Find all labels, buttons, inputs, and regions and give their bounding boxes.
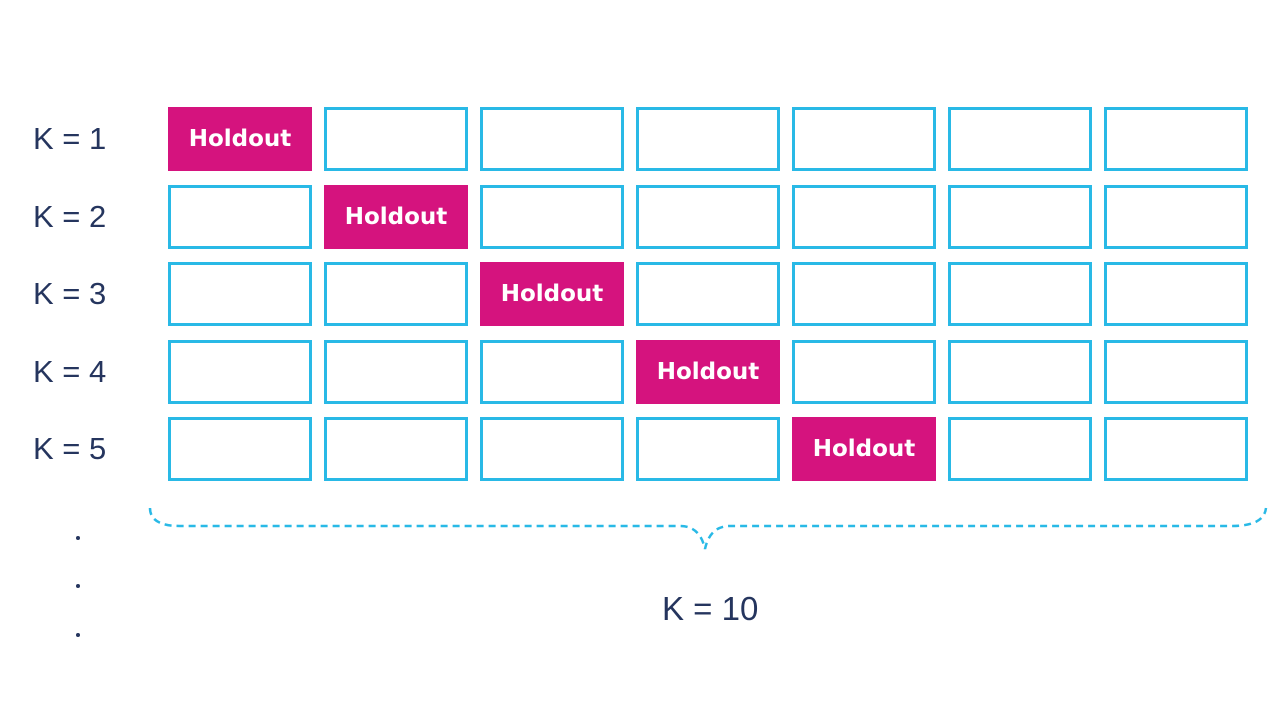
training-fold (324, 262, 468, 326)
training-fold (636, 262, 780, 326)
continuation-dot (76, 536, 80, 540)
training-fold (636, 417, 780, 481)
training-fold (948, 107, 1092, 171)
training-fold (324, 107, 468, 171)
training-fold (948, 184, 1092, 249)
training-fold (636, 107, 780, 171)
training-fold (636, 184, 780, 249)
holdout-fold: Holdout (636, 339, 780, 404)
total-folds-label: K = 10 (662, 590, 759, 627)
training-fold (480, 417, 624, 481)
training-fold (1104, 339, 1248, 404)
training-fold (792, 262, 936, 326)
training-fold (948, 339, 1092, 404)
training-fold (948, 417, 1092, 481)
training-fold (792, 107, 936, 171)
training-fold (480, 107, 624, 171)
training-fold (1104, 262, 1248, 326)
row-label: K = 3 (33, 276, 107, 311)
continuation-dot (76, 584, 80, 588)
holdout-fold: Holdout (324, 184, 468, 249)
continuation-dot (76, 633, 80, 637)
training-fold (324, 339, 468, 404)
row-label: K = 4 (33, 353, 107, 389)
training-fold (168, 184, 312, 249)
training-fold (1104, 107, 1248, 171)
row-label: K = 5 (33, 431, 107, 466)
training-fold (1104, 184, 1248, 249)
training-fold (168, 417, 312, 481)
row-label: K = 2 (33, 198, 107, 234)
training-fold (324, 417, 468, 481)
holdout-fold: Holdout (168, 107, 312, 171)
holdout-fold: Holdout (480, 262, 624, 326)
training-fold (948, 262, 1092, 326)
row-label: K = 1 (33, 121, 107, 156)
training-fold (792, 339, 936, 404)
training-fold (792, 184, 936, 249)
training-fold (168, 339, 312, 404)
training-fold (480, 339, 624, 404)
training-fold (168, 262, 312, 326)
training-fold (1104, 417, 1248, 481)
holdout-fold: Holdout (792, 417, 936, 481)
training-fold (480, 184, 624, 249)
